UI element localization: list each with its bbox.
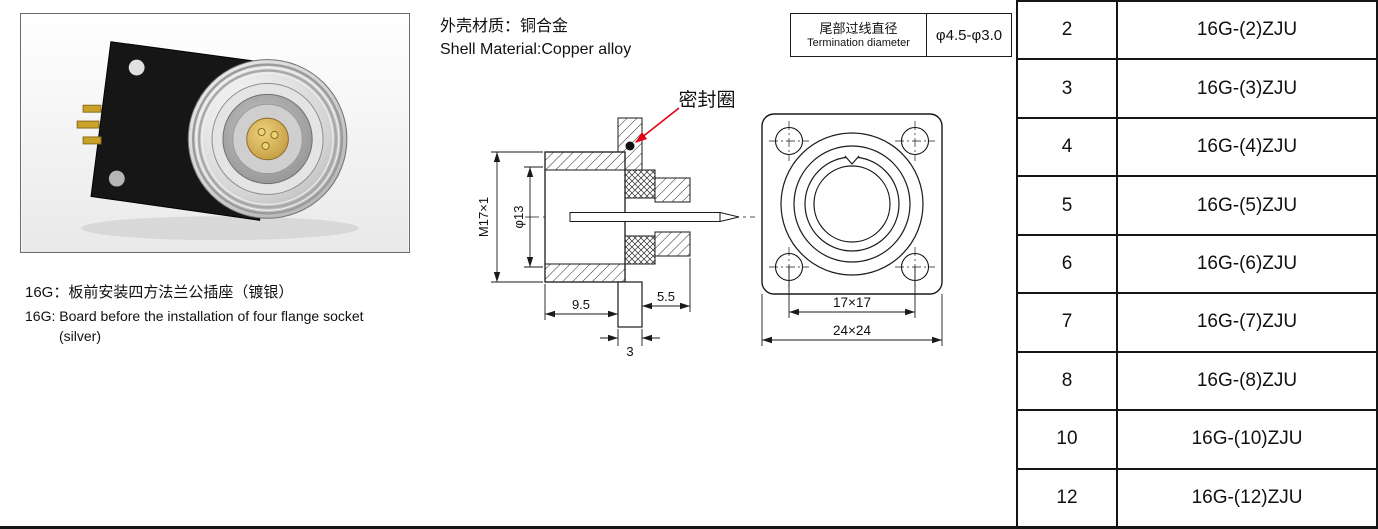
dim-body-label: 9.5 <box>572 297 590 312</box>
photo-shadow <box>81 216 359 241</box>
contacts-cell: 3 <box>1018 60 1118 117</box>
shell-material: 外壳材质：铜合金 Shell Material:Copper alloy <box>440 15 631 61</box>
contact-pin <box>569 211 740 223</box>
dim-tail-label: 3 <box>626 344 633 359</box>
dim-nut-length: 5.5 <box>642 258 691 312</box>
caption-en-cont: (silver) <box>59 328 101 344</box>
table-row: 2 16G-(2)ZJU <box>1018 2 1376 61</box>
shell-material-zh: 外壳材质：铜合金 <box>440 18 569 35</box>
connector-barrel <box>187 59 348 219</box>
dim-bore: φ13 <box>511 166 543 268</box>
caption-zh: 16G：板前安装四方法兰公插座（镀银） <box>25 284 294 301</box>
contacts-cell: 5 <box>1018 177 1118 234</box>
table-row: 6 16G-(6)ZJU <box>1018 235 1376 295</box>
table-row: 4 16G-(4)ZJU <box>1018 118 1376 178</box>
model-cell: 16G-(4)ZJU <box>1196 136 1298 158</box>
seal-ring-dot <box>625 141 635 151</box>
dim-body-length: 9.5 <box>544 284 618 320</box>
model-cell: 16G-(2)ZJU <box>1196 19 1298 41</box>
photo-caption: 16G：板前安装四方法兰公插座（镀银） 16G: Board before th… <box>25 283 364 346</box>
model-table: 2 16G-(2)ZJU 3 16G-(3)ZJU 4 16G-(4)ZJU 5… <box>1016 0 1378 526</box>
flange-outline <box>761 113 943 295</box>
caption-en: 16G: Board before the installation of fo… <box>25 308 364 324</box>
model-cell: 16G-(8)ZJU <box>1196 369 1298 391</box>
seal-callout-arrowhead <box>635 132 647 143</box>
termination-diameter-box: 尾部过线直径 Termination diameter φ4.5-φ3.0 <box>790 13 1012 57</box>
cross-section-drawing: 密封圈 M17×1 φ13 9.5 <box>476 89 755 359</box>
contacts-cell: 2 <box>1018 2 1118 59</box>
table-row: 5 16G-(5)ZJU <box>1018 177 1376 236</box>
termination-value: φ4.5-φ3.0 <box>935 26 1003 44</box>
keyway-notch <box>844 155 860 165</box>
table-row: 3 16G-(3)ZJU <box>1018 60 1376 119</box>
dim-hole-spacing-label: 17×17 <box>833 295 871 310</box>
front-view-drawing: 17×17 24×24 <box>761 113 943 346</box>
contacts-cell: 12 <box>1018 469 1118 526</box>
dim-flange-size-label: 24×24 <box>833 323 871 338</box>
model-cell: 16G-(10)ZJU <box>1191 428 1303 450</box>
model-cell: 16G-(7)ZJU <box>1196 311 1298 333</box>
table-row: 8 16G-(8)ZJU <box>1018 352 1376 412</box>
dim-bore-label: φ13 <box>511 206 526 229</box>
dim-flange-size: 24×24 <box>761 294 943 346</box>
contacts-cell: 6 <box>1018 235 1118 293</box>
shell-material-en: Shell Material:Copper alloy <box>440 41 632 58</box>
model-cell: 16G-(5)ZJU <box>1196 194 1298 216</box>
model-cell: 16G-(12)ZJU <box>1191 486 1303 508</box>
seal-washer-stack <box>624 169 691 265</box>
solder-tail <box>617 281 643 328</box>
contacts-cell: 7 <box>1018 294 1118 351</box>
dim-tail-width: 3 <box>600 329 660 359</box>
dim-hole-spacing: 17×17 <box>788 267 916 318</box>
table-row: 10 16G-(10)ZJU <box>1018 411 1376 470</box>
table-row: 7 16G-(7)ZJU <box>1018 294 1376 353</box>
dim-thread-label: M17×1 <box>476 197 491 237</box>
table-row: 12 16G-(12)ZJU <box>1018 469 1376 526</box>
model-cell: 16G-(6)ZJU <box>1196 252 1298 274</box>
contacts-cell: 4 <box>1018 118 1118 176</box>
seal-label: 密封圈 <box>678 89 735 111</box>
model-cell: 16G-(3)ZJU <box>1196 77 1298 99</box>
contacts-cell: 10 <box>1018 411 1118 468</box>
connector-rear-pins <box>76 104 102 145</box>
termination-label: 尾部过线直径 Termination diameter <box>791 14 927 56</box>
termination-label-zh: 尾部过线直径 <box>819 20 898 36</box>
product-photo <box>20 13 410 253</box>
dim-thread: M17×1 <box>476 151 543 283</box>
dim-nut-label: 5.5 <box>657 289 675 304</box>
termination-label-en: Termination diameter <box>807 36 910 49</box>
contacts-cell: 8 <box>1018 352 1118 410</box>
